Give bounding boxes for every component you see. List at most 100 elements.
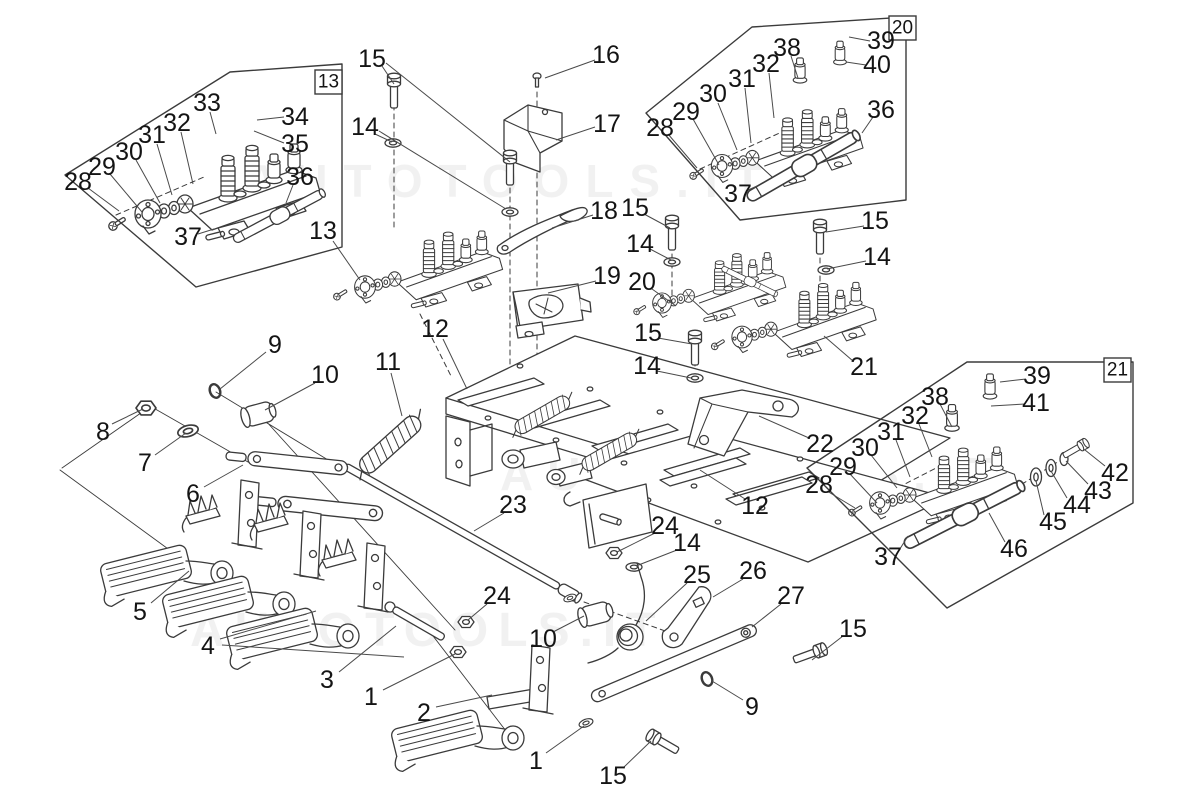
part-number-24: 24 (651, 512, 679, 540)
leader-line-15 (622, 740, 652, 769)
leader-line-27 (751, 603, 782, 628)
part-number-15: 15 (621, 194, 649, 222)
part-number-28: 28 (805, 471, 833, 499)
part-number-5: 5 (133, 598, 147, 626)
leader-line-35 (253, 130, 285, 144)
leader-line-4 (221, 644, 405, 658)
inset-box-20 (645, 16, 907, 221)
leader-line-32 (768, 72, 775, 119)
part-number-19: 19 (593, 262, 621, 290)
part-number-22: 22 (806, 430, 834, 458)
leader-line-1 (382, 653, 456, 691)
leader-line-46 (988, 512, 1006, 543)
construction-lines (59, 391, 507, 732)
leader-line-4 (219, 610, 317, 640)
leader-line-15 (657, 337, 693, 345)
leader-line-20 (651, 288, 677, 307)
leader-line-34 (256, 116, 285, 121)
leader-line-19 (547, 280, 597, 294)
part-number-41: 41 (1022, 389, 1050, 417)
part-number-15: 15 (599, 762, 627, 790)
leader-line-7 (154, 432, 187, 456)
part-number-38: 38 (921, 383, 949, 411)
leader-line-15 (811, 635, 844, 661)
leader-line-18 (551, 214, 594, 229)
inset-box-label-frame-13 (314, 69, 343, 95)
leader-line-28 (826, 490, 856, 509)
part-number-14: 14 (626, 230, 654, 258)
part-number-44: 44 (1063, 491, 1091, 519)
nut-24 (457, 615, 475, 629)
nut-24 (605, 546, 623, 560)
leader-line-14 (649, 248, 672, 261)
leader-line-14 (378, 130, 507, 210)
part-number-12: 12 (421, 315, 449, 343)
leader-line-31 (156, 143, 173, 196)
part-number-9: 9 (268, 331, 282, 359)
part-number-15: 15 (861, 207, 889, 235)
leader-line-31 (744, 87, 752, 144)
leader-line-12 (442, 338, 468, 390)
leader-line-8 (111, 408, 144, 425)
part-number-7: 7 (138, 449, 152, 477)
part-number-16: 16 (592, 41, 620, 69)
part-number-32: 32 (752, 50, 780, 78)
part-number-18: 18 (590, 197, 618, 225)
inset-valve-assembly-21 (847, 373, 1092, 554)
leader-line-38 (790, 55, 799, 79)
part-number-14: 14 (673, 529, 701, 557)
leader-line-33 (209, 111, 217, 135)
leader-line-13 (332, 240, 361, 281)
part-number-37: 37 (724, 180, 752, 208)
part-number-2: 2 (417, 699, 431, 727)
leader-line-28 (667, 133, 698, 169)
leader-line-41 (990, 403, 1026, 407)
lever-26 (661, 586, 712, 649)
leader-line-5 (150, 570, 190, 604)
inset-box-13 (64, 63, 343, 288)
leader-line-15 (381, 65, 395, 85)
inset-box-21 (806, 361, 1134, 609)
leader-line-14 (656, 370, 692, 379)
leader-line-44 (1050, 470, 1068, 499)
part-number-30: 30 (699, 80, 727, 108)
leader-line-23 (473, 512, 505, 532)
leader-line-29 (692, 118, 720, 166)
lever-18 (496, 206, 588, 255)
part-number-32: 32 (163, 109, 191, 137)
part-number-27: 27 (777, 582, 805, 610)
leader-line-14 (635, 549, 678, 567)
leader-line-43 (1065, 460, 1089, 485)
part-number-10: 10 (311, 361, 339, 389)
part-number-8: 8 (96, 418, 110, 446)
leader-line-38 (939, 403, 953, 428)
part-number-28: 28 (64, 168, 92, 196)
leader-line-11 (390, 372, 403, 417)
leader-line-29 (849, 473, 878, 504)
leader-line-9 (711, 680, 744, 701)
part-number-26: 26 (739, 557, 767, 585)
part-number-13: 13 (309, 217, 337, 245)
leader-line-10 (264, 382, 316, 411)
leader-line-37 (897, 535, 909, 553)
leader-line-2 (435, 694, 493, 708)
leader-line-36 (285, 184, 294, 204)
part-number-28: 28 (646, 114, 674, 142)
bolt-3 (384, 601, 445, 641)
part-number-24: 24 (483, 582, 511, 610)
part-number-32: 32 (901, 402, 929, 430)
part-number-31: 31 (877, 418, 905, 446)
inset-box-label-21: 21 (1107, 360, 1128, 381)
part-number-10: 10 (529, 625, 557, 653)
leader-line-29 (109, 173, 143, 213)
part-number-29: 29 (829, 453, 857, 481)
leader-line-9 (219, 351, 267, 390)
inset-box-label-frame-20 (888, 15, 917, 41)
part-number-34: 34 (281, 103, 309, 131)
inset-box-label-13: 13 (318, 72, 339, 93)
leader-line-24 (616, 532, 656, 553)
part-number-31: 31 (138, 121, 166, 149)
part-number-31: 31 (728, 65, 756, 93)
